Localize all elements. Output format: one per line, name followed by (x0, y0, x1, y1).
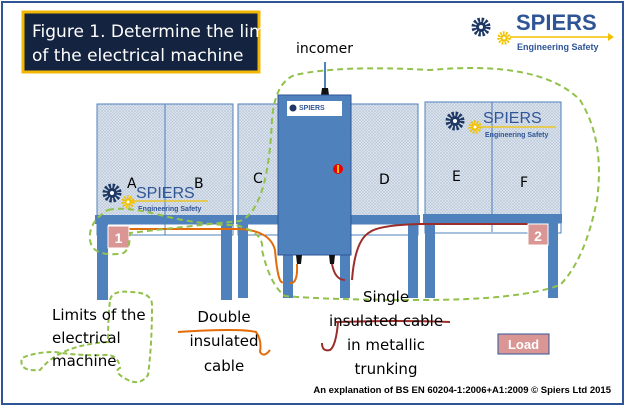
legend-double-text: Double (197, 308, 250, 326)
section-label-d: D (379, 172, 390, 188)
logo-tagline: Engineering Safety (517, 42, 599, 52)
control-panel: SPIERS (277, 94, 352, 264)
legend-limits-text: electrical (52, 329, 121, 347)
footer-text: An explanation of BS EN 60204-1:2006+A1:… (313, 385, 611, 396)
single-insulated-cable (331, 223, 528, 281)
logo-tagline: Engineering Safety (138, 206, 202, 213)
legend-load-text: Load (508, 337, 539, 352)
load-label: 1 (115, 230, 123, 246)
spiers-logo-cage-right: SPIERS Engineering Safety (448, 110, 556, 139)
double-insulated-cable (289, 263, 299, 285)
logo-name: SPIERS (136, 185, 195, 202)
section-labels: A B C D E F (127, 169, 528, 192)
gear-icon (289, 104, 297, 112)
legend-double-text: cable (204, 357, 244, 375)
legend: Limits of the electrical machine Double … (20, 288, 550, 384)
logo-name: SPIERS (483, 110, 542, 127)
machine-limits-boundary (88, 67, 600, 302)
legend-single-text: insulated cable (329, 312, 443, 330)
section-label-b: B (194, 176, 204, 192)
load-label: 2 (534, 228, 542, 244)
section-label-c: C (253, 171, 263, 187)
legend-single-text: Single (363, 288, 409, 306)
spiers-logo: SPIERS Engineering Safety (474, 10, 614, 52)
spiers-logo-cage-left: SPIERS Engineering Safety (105, 185, 208, 213)
section-label-f: F (520, 175, 528, 191)
title-box: Figure 1. Determine the limits of the el… (21, 10, 286, 74)
title-line-2: of the electrical machine (32, 46, 243, 66)
section-label-e: E (452, 169, 461, 185)
legend-single-cable-symbol (321, 320, 451, 352)
cable-gland-icon (296, 255, 335, 264)
gear-icon (474, 20, 488, 34)
load-1: 1 (107, 225, 130, 249)
legend-load-symbol (497, 333, 550, 355)
logo-name: SPIERS (516, 10, 597, 35)
legend-single-text: in metallic (347, 336, 425, 354)
legend-limits-text: Limits of the (52, 306, 146, 324)
incomer-plug (321, 88, 329, 95)
legend-double-cable-symbol (177, 329, 271, 356)
logo-tagline: Engineering Safety (485, 132, 549, 139)
legend-single-text: trunking (355, 360, 418, 378)
legend-boundary-symbol (20, 290, 154, 384)
load-2: 2 (527, 223, 549, 246)
logo-name: SPIERS (299, 105, 325, 112)
legend-limits-text: machine (52, 352, 116, 370)
incomer-label: incomer (296, 41, 353, 57)
title-line-1: Figure 1. Determine the limits (32, 22, 286, 42)
legend-double-text: insulated (190, 332, 259, 350)
section-label-a: A (127, 176, 137, 192)
